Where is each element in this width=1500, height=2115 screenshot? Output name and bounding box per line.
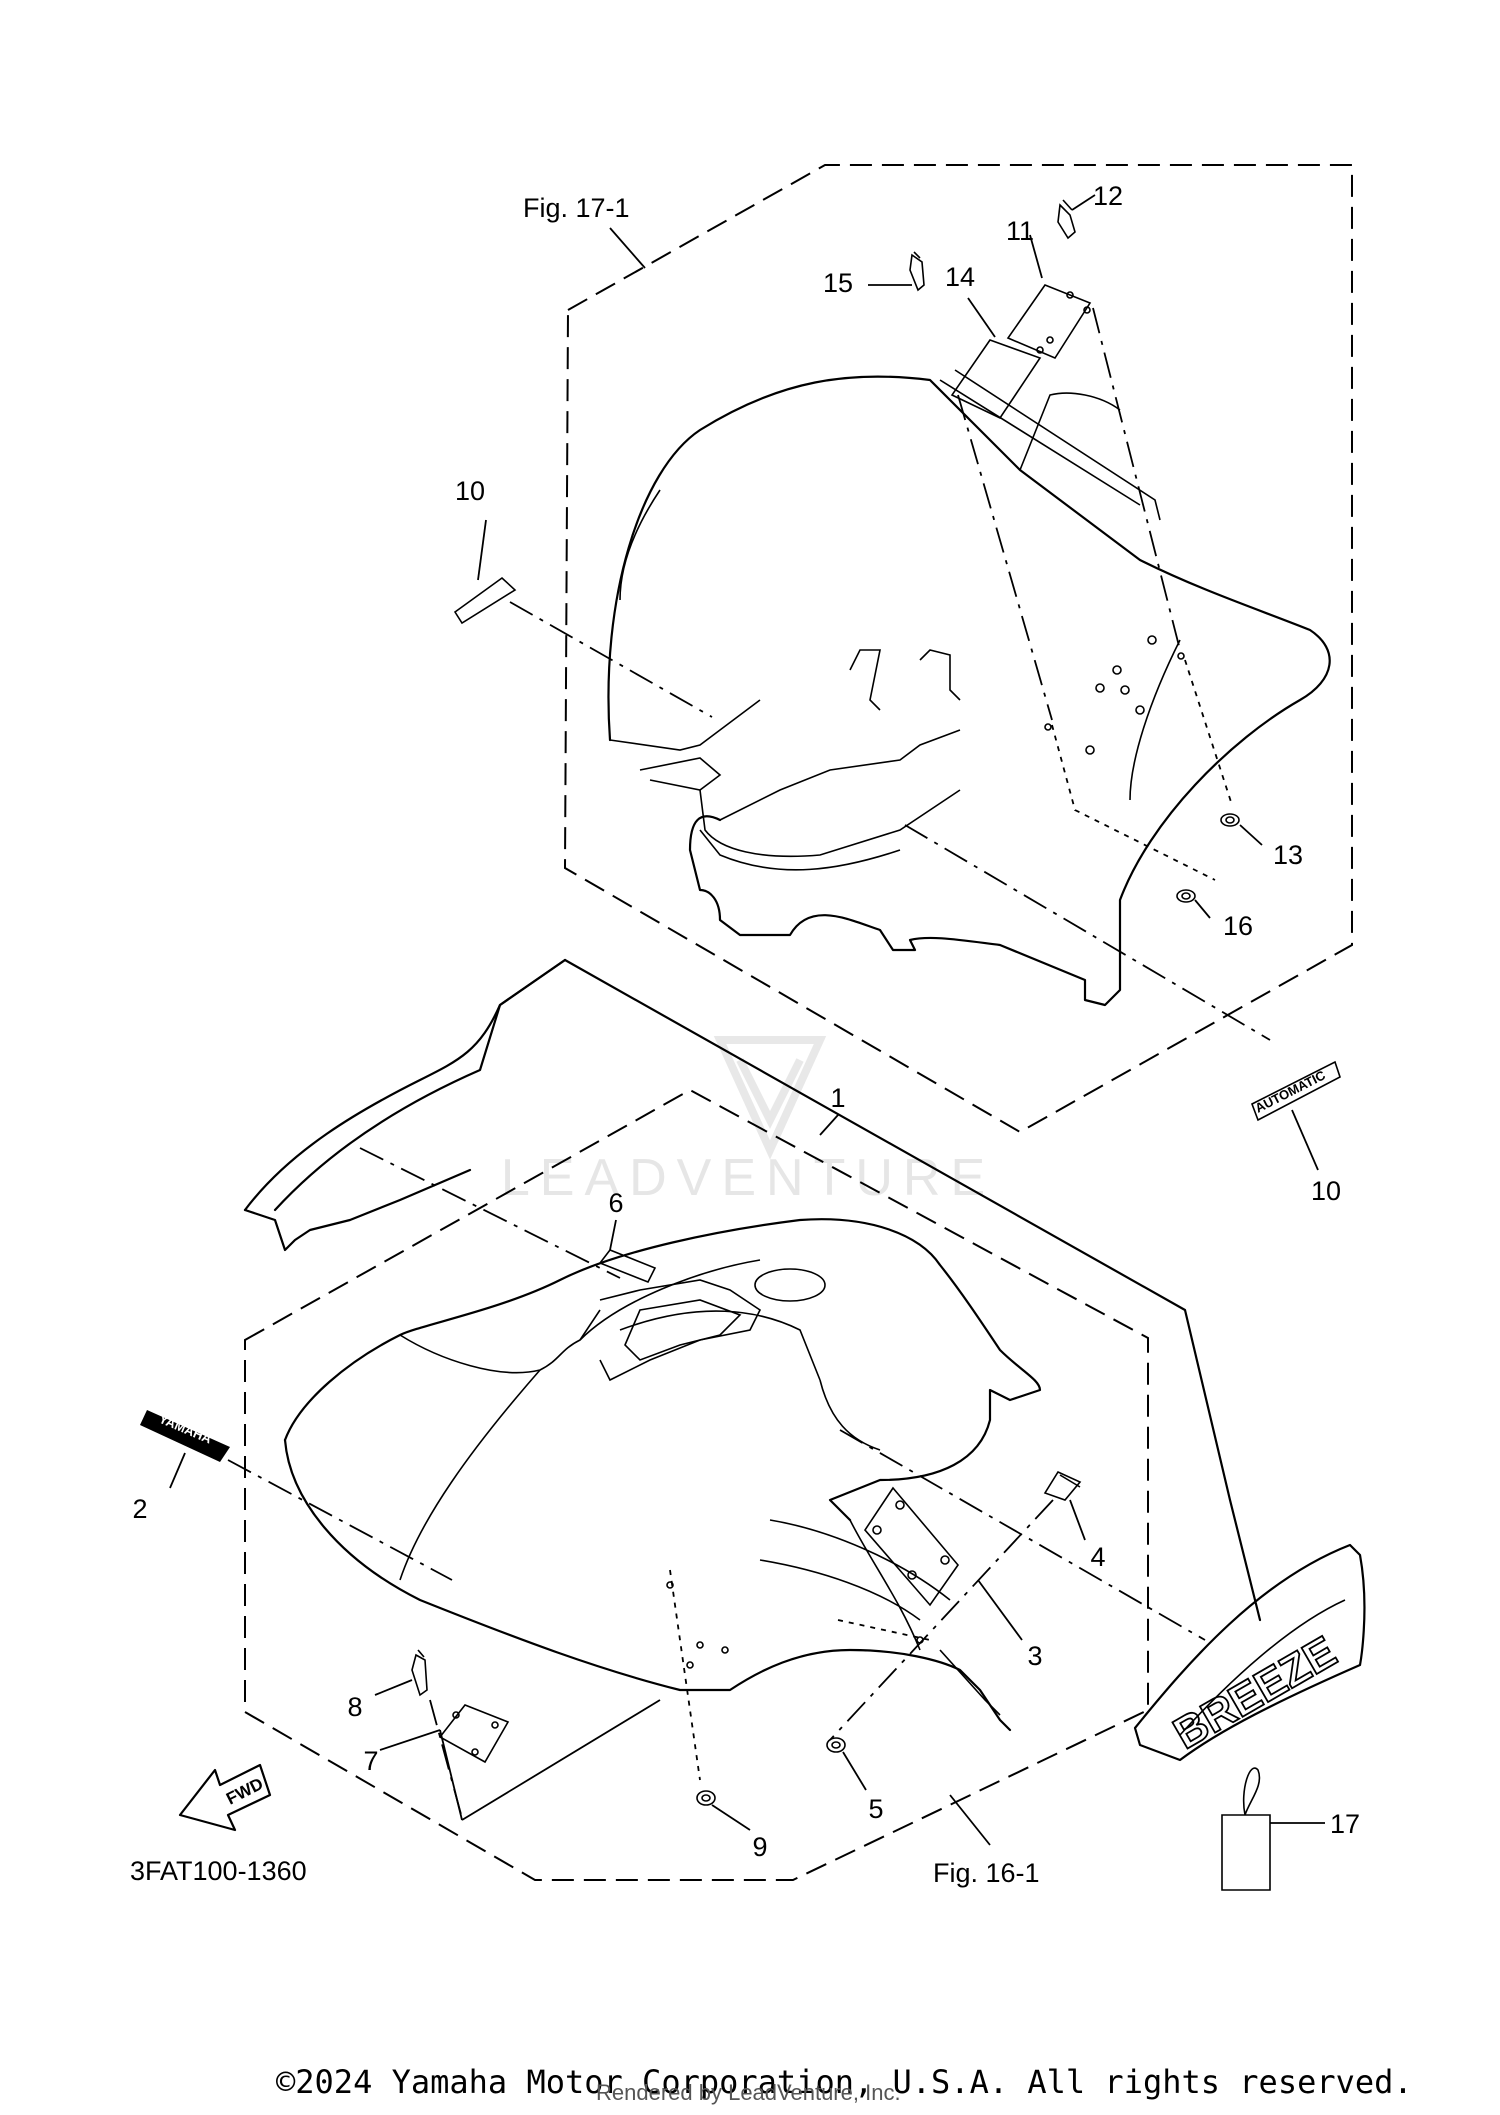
centerline-rivet4 bbox=[829, 1499, 1054, 1741]
watermark-text: LEADVENTURE bbox=[501, 1149, 995, 1207]
washer-9 bbox=[696, 1790, 716, 1806]
rivet-12 bbox=[1057, 199, 1076, 240]
leader-8 bbox=[374, 1679, 413, 1696]
decal-automatic-text: AUTOMATIC bbox=[1253, 1067, 1329, 1116]
leader-12 bbox=[1071, 194, 1096, 211]
rear-fender-upper bbox=[607, 369, 1331, 1007]
plate-11 bbox=[1006, 284, 1092, 360]
leader-11 bbox=[1029, 234, 1043, 279]
centerline-yamaha bbox=[227, 1459, 453, 1581]
callout-11: 11 bbox=[1006, 216, 1034, 246]
callout-12: 12 bbox=[1093, 181, 1123, 211]
hidden-line-lower bbox=[669, 1569, 701, 1781]
callout-13: 13 bbox=[1273, 840, 1303, 870]
rendered-by-note: Rendered by LeadVenture, Inc. bbox=[596, 2080, 901, 2105]
leader-7c bbox=[461, 1699, 661, 1821]
callout-7: 7 bbox=[363, 1746, 378, 1776]
leader-7b bbox=[439, 1729, 463, 1821]
centerline-automatic bbox=[904, 824, 1271, 1041]
lower-group-frame bbox=[244, 1088, 1149, 1881]
leader-fig16 bbox=[949, 1794, 991, 1846]
watermark: LEADVENTURE bbox=[501, 1036, 995, 1207]
rivet-8 bbox=[411, 1649, 428, 1697]
leader-10-lower bbox=[1291, 1109, 1319, 1171]
plate-7 bbox=[438, 1704, 510, 1764]
callout-10-upper: 10 bbox=[455, 476, 485, 506]
callout-4: 4 bbox=[1090, 1542, 1105, 1572]
tag-17 bbox=[1221, 1767, 1325, 1891]
leader-3 bbox=[977, 1579, 1023, 1641]
callout-9: 9 bbox=[752, 1832, 767, 1862]
drawing-code: 3FAT100-1360 bbox=[130, 1856, 307, 1886]
callout-16: 16 bbox=[1223, 911, 1253, 941]
leader-16 bbox=[1194, 899, 1211, 919]
leader-14 bbox=[967, 297, 996, 338]
leader-10-upper bbox=[477, 519, 487, 581]
plate-14 bbox=[950, 339, 1042, 420]
decal-10-stripe bbox=[453, 576, 517, 625]
callout-1: 1 bbox=[830, 1083, 845, 1113]
centerline-rivet15 bbox=[957, 394, 1053, 721]
callout-8: 8 bbox=[347, 1692, 362, 1722]
leader-7 bbox=[379, 1729, 441, 1751]
callout-14: 14 bbox=[945, 262, 975, 292]
fender-flap bbox=[273, 958, 567, 1212]
leader-1 bbox=[819, 1114, 839, 1136]
callout-10-lower: 10 bbox=[1311, 1176, 1341, 1206]
centerline-decal10 bbox=[509, 601, 713, 718]
plate-3 bbox=[863, 1486, 960, 1607]
fwd-arrow: FWD bbox=[178, 1763, 272, 1832]
leader-2 bbox=[169, 1452, 186, 1489]
leader-4 bbox=[1069, 1499, 1086, 1541]
rivet-4 bbox=[1043, 1470, 1082, 1501]
centerline-flap bbox=[359, 1147, 621, 1279]
fig-16-1-label: Fig. 16-1 bbox=[933, 1858, 1040, 1888]
fig-17-1-label: Fig. 17-1 bbox=[523, 193, 630, 223]
hidden-line-right bbox=[1184, 659, 1233, 806]
decal-6 bbox=[598, 1249, 657, 1284]
callout-2: 2 bbox=[132, 1494, 147, 1524]
decal-automatic: AUTOMATIC bbox=[1250, 1060, 1341, 1122]
callout-17: 17 bbox=[1330, 1809, 1360, 1839]
leader-5 bbox=[842, 1751, 867, 1791]
hidden-line-upper bbox=[1051, 724, 1216, 881]
leader-6 bbox=[609, 1219, 617, 1251]
copyright-notice: ©2024 Yamaha Motor Corporation, U.S.A. A… bbox=[276, 2063, 1413, 2101]
leader-fig17 bbox=[609, 227, 646, 269]
decal-breeze-text: BREEZE bbox=[1166, 1627, 1345, 1759]
callout-3: 3 bbox=[1027, 1641, 1042, 1671]
centerline-breeze bbox=[839, 1429, 1206, 1641]
washer-16 bbox=[1176, 889, 1196, 903]
rear-fender-main bbox=[243, 958, 1262, 1732]
centerline-rivet12 bbox=[1092, 307, 1181, 651]
washer-13 bbox=[1220, 813, 1240, 827]
rivet-15 bbox=[909, 251, 925, 292]
callout-15: 15 bbox=[823, 268, 853, 298]
washer-5 bbox=[826, 1737, 846, 1753]
callout-5: 5 bbox=[868, 1794, 883, 1824]
hidden-line-lower-2 bbox=[837, 1619, 931, 1641]
leader-9 bbox=[711, 1804, 751, 1831]
leader-13 bbox=[1239, 824, 1263, 846]
callout-6: 6 bbox=[608, 1188, 623, 1218]
upper-group-frame bbox=[563, 164, 1353, 1134]
